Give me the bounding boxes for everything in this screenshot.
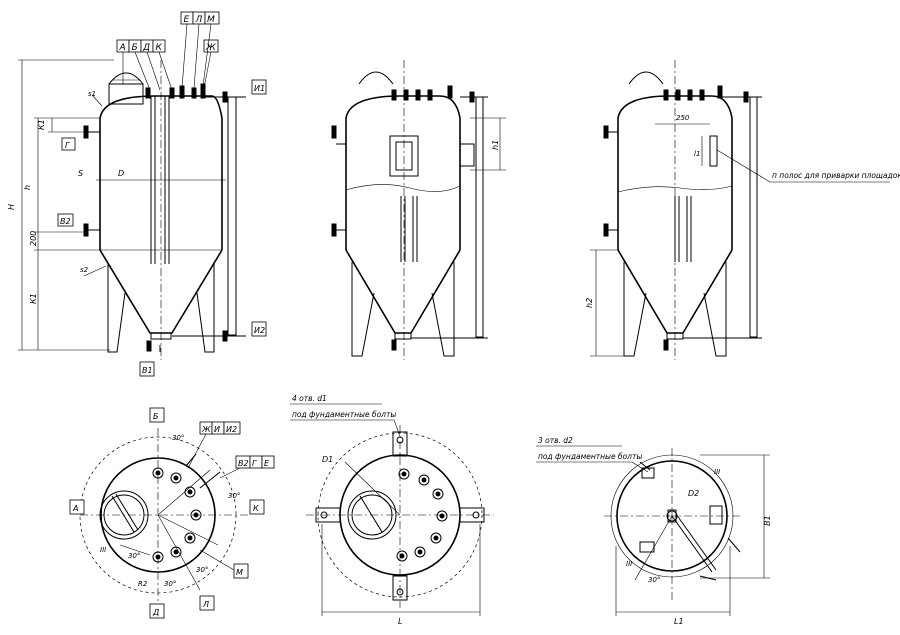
label-s2: s2 [80, 266, 89, 274]
label-250: 250 [676, 114, 690, 122]
plan3-note-holes: 3 отв. d2 [538, 436, 573, 445]
plan3-note-bolts: под фундаментные болты [538, 452, 642, 461]
callout-Zh: Ж [205, 43, 216, 53]
front-view-left [18, 59, 246, 360]
plan-view-middle: 4 отв. d1 под фундаментные болты D1 L [290, 394, 494, 626]
plan1-R: R2 [138, 580, 148, 588]
side-view-right: 250 l1 п полос для приварки площадок h2 [585, 60, 900, 360]
plan3-D2: D2 [688, 489, 699, 498]
callout-K: К [156, 43, 163, 53]
plan1-M: М [236, 568, 243, 577]
label-200: 200 [29, 231, 38, 246]
front-view-labels: И1 И2 Г В2 В1 К1 S D H h 200 К1 s1 s2 [7, 79, 267, 377]
plan1-V2: В2 [238, 459, 249, 468]
label-B2: В2 [60, 217, 71, 226]
label-K1-bottom: К1 [29, 293, 38, 304]
label-s1: s1 [88, 90, 96, 98]
plan2-D1: D1 [322, 455, 333, 464]
plan1-G: Г [252, 459, 257, 468]
label-G: Г [65, 141, 70, 150]
plan1-angle-2: 30° [228, 492, 240, 500]
plan1-D: Д [152, 608, 159, 617]
label-K1: К1 [37, 119, 46, 130]
callout-E: Е [184, 15, 190, 25]
plan-view-left: Б А К Д Л М Ж И И2 В2 Г Е 30° 30° 30° 30… [69, 407, 275, 619]
plan1-angle-1: 30° [172, 434, 184, 442]
side-view-middle: h1 [331, 60, 506, 360]
top-callouts: А Б Д К Е Л М Ж [116, 11, 220, 91]
plan1-L: Л [202, 600, 209, 609]
plan2-note-bolts: под фундаментные болты [292, 410, 396, 419]
label-D: D [118, 169, 124, 178]
plan3-L1: L1 [674, 617, 684, 626]
plan3-section-1: III [714, 468, 720, 476]
plan-view-right: 3 отв. d2 под фундаментные болты D2 L1 B… [536, 436, 772, 626]
callout-L: Л [195, 15, 203, 25]
label-S: S [78, 169, 83, 178]
plan1-B: Б [153, 412, 159, 421]
plan1-K: К [253, 504, 259, 513]
label-H: H [7, 204, 16, 210]
label-l1: l1 [694, 150, 700, 158]
label-I2: И2 [254, 326, 265, 335]
label-I1: И1 [254, 84, 265, 93]
plan3-angle: 30° [648, 576, 660, 584]
plan1-angle-4: 30° [196, 566, 208, 574]
strip-note: п полос для приварки площадок [772, 171, 900, 180]
label-h1: h1 [491, 140, 500, 150]
plan1-E: Е [264, 459, 270, 468]
plan3-section-2: III [626, 560, 632, 568]
callout-D: Д [142, 43, 150, 53]
plan2-L: L [398, 617, 402, 626]
plan1-section-mark: III [100, 546, 106, 554]
callout-B: Б [132, 43, 138, 53]
plan1-I: И [214, 425, 220, 434]
callout-A: А [119, 43, 126, 53]
plan1-angle-5: 30° [164, 580, 176, 588]
plan2-note-holes: 4 отв. d1 [292, 394, 327, 403]
plan1-Zh: Ж [201, 425, 211, 434]
callout-M: М [207, 15, 215, 25]
plan1-angle-3: 30° [128, 552, 140, 560]
label-h: h [23, 185, 32, 190]
plan1-I2: И2 [226, 425, 237, 434]
label-h2: h2 [585, 298, 594, 308]
label-B1: В1 [142, 366, 153, 375]
plan3-B1: B1 [763, 515, 772, 526]
plan1-A: А [72, 504, 78, 513]
